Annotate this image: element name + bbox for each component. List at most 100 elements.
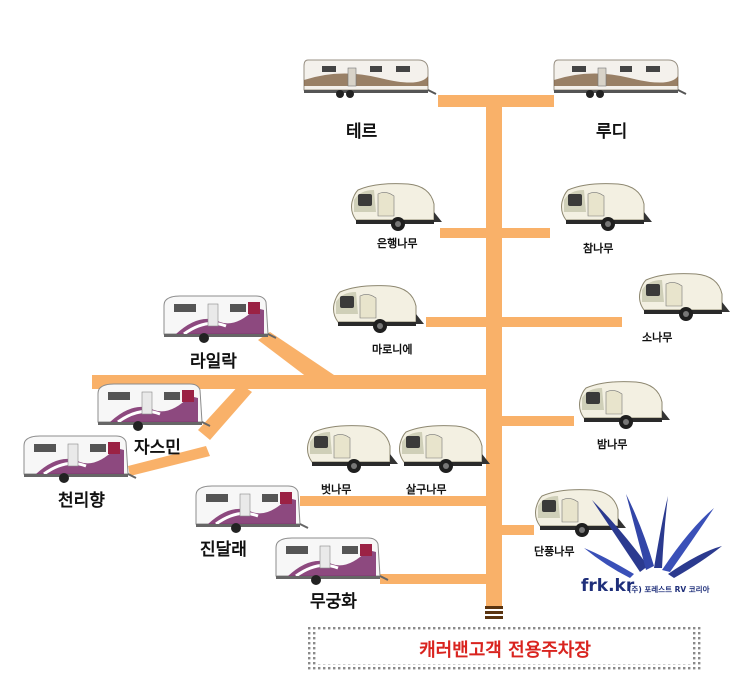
parking-dot	[503, 627, 506, 630]
parking-dot	[698, 657, 701, 660]
label-chamnamu: 참나무	[583, 242, 614, 255]
parking-dot	[498, 627, 501, 630]
parking-dot	[528, 627, 531, 630]
parking-dot	[533, 667, 536, 670]
parking-dot	[308, 662, 311, 665]
parking-dot	[698, 647, 701, 650]
road-diag-jasmin	[198, 384, 252, 440]
parking-dot	[653, 667, 656, 670]
parking-dot	[363, 667, 366, 670]
parking-dot	[638, 627, 641, 630]
parking-dot	[613, 667, 616, 670]
parking-dot	[698, 637, 701, 640]
parking-dot	[698, 632, 701, 635]
parking-dot	[638, 667, 641, 670]
brand-logo-icon	[584, 494, 722, 578]
road-diag-cheollihyang	[128, 446, 210, 476]
parking-dot	[578, 667, 581, 670]
parking-dot	[558, 627, 561, 630]
parking-dot	[313, 647, 316, 650]
parking-dot	[483, 627, 486, 630]
parking-dot	[458, 667, 461, 670]
road-diag-rairak	[258, 332, 334, 384]
parking-dot	[693, 637, 696, 640]
parking-dot	[698, 667, 701, 670]
parking-dot	[618, 667, 621, 670]
parking-dot	[673, 627, 676, 630]
parking-dot	[438, 667, 441, 670]
label-mugunghwa: 무궁화	[310, 592, 357, 612]
parking-dot	[338, 627, 341, 630]
parking-dot	[393, 627, 396, 630]
label-beotnamu: 벗나무	[321, 483, 352, 496]
parking-dot	[408, 627, 411, 630]
parking-dot	[658, 627, 661, 630]
parking-dot	[603, 627, 606, 630]
parking-dot	[468, 627, 471, 630]
parking-dot	[618, 627, 621, 630]
parking-dot	[323, 627, 326, 630]
parking-dot	[553, 627, 556, 630]
trailer-mugunghwa-image	[274, 536, 390, 587]
road-branch-2	[440, 228, 550, 238]
parking-dot	[373, 627, 376, 630]
parking-dot	[308, 657, 311, 660]
parking-dot	[463, 667, 466, 670]
parking-dot	[693, 667, 696, 670]
parking-dot	[468, 667, 471, 670]
parking-dot	[658, 667, 661, 670]
parking-dot	[418, 667, 421, 670]
parking-dot	[333, 627, 336, 630]
parking-dot	[588, 627, 591, 630]
parking-dot	[363, 627, 366, 630]
parking-dot	[498, 667, 501, 670]
parking-dot	[613, 627, 616, 630]
parking-dot	[378, 627, 381, 630]
parking-dot	[373, 667, 376, 670]
label-sonamu: 소나무	[642, 331, 673, 344]
parking-dot	[448, 667, 451, 670]
road-branch-mugunghwa	[380, 574, 490, 584]
parking-dot	[413, 627, 416, 630]
parking-dot	[308, 647, 311, 650]
parking-label: 캐러밴고객 전용주차장	[419, 640, 591, 661]
parking-dot	[698, 642, 701, 645]
road-branch-danpung	[502, 525, 534, 535]
parking-dot	[678, 627, 681, 630]
parking-dot	[653, 627, 656, 630]
parking-dot	[523, 667, 526, 670]
parking-dot	[598, 627, 601, 630]
trailer-maronie-image	[333, 285, 425, 334]
brand-company: (주) 포레스트 RV 코리아	[628, 585, 710, 594]
parking-dot	[693, 642, 696, 645]
road-network	[92, 95, 622, 609]
entrance-steps	[485, 606, 503, 619]
parking-dot	[593, 667, 596, 670]
parking-dot	[473, 667, 476, 670]
parking-dot	[663, 667, 666, 670]
parking-dot	[313, 642, 316, 645]
trailer-tere-image	[303, 59, 437, 99]
parking-dot	[508, 627, 511, 630]
parking-dot	[348, 667, 351, 670]
parking-dot	[538, 627, 541, 630]
trailer-rudi-image	[553, 59, 687, 99]
parking-dot	[628, 627, 631, 630]
parking-dot	[358, 667, 361, 670]
parking-dot	[368, 627, 371, 630]
parking-dot	[493, 667, 496, 670]
label-rudi: 루디	[596, 122, 628, 142]
parking-dot	[308, 642, 311, 645]
label-salgunamu: 살구나무	[406, 483, 447, 496]
road-branch-jindallae	[300, 496, 490, 506]
trailer-jindallae-image	[194, 484, 310, 535]
parking-dot	[573, 667, 576, 670]
parking-dot	[333, 667, 336, 670]
parking-dot	[348, 627, 351, 630]
label-cheollihyang: 천리향	[58, 491, 105, 511]
parking-dot	[308, 632, 311, 635]
parking-dot	[383, 627, 386, 630]
parking-dot	[443, 667, 446, 670]
parking-dot	[418, 627, 421, 630]
